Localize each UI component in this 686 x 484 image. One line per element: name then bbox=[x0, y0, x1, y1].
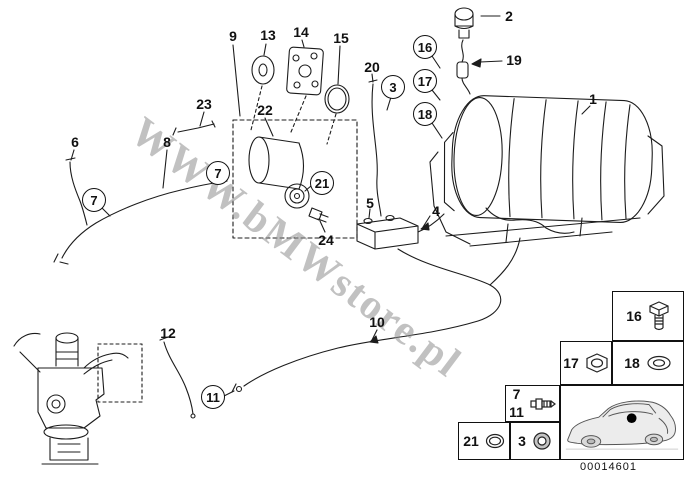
callout-17[interactable]: 17 bbox=[413, 69, 437, 93]
seal-icon bbox=[533, 432, 551, 450]
callout-13[interactable]: 13 bbox=[260, 27, 276, 43]
legend-label-3: 3 bbox=[518, 433, 526, 449]
callout-12[interactable]: 12 bbox=[160, 325, 176, 341]
legend-label-18: 18 bbox=[624, 355, 640, 371]
legend-label-16: 16 bbox=[626, 308, 642, 324]
callout-23[interactable]: 23 bbox=[196, 96, 212, 112]
legend-cell-7-11[interactable]: 7 11 bbox=[505, 385, 560, 422]
sensor-19-drawing bbox=[456, 39, 503, 95]
legend-label-17: 17 bbox=[563, 355, 579, 371]
callout-20[interactable]: 20 bbox=[364, 59, 380, 75]
callout-5[interactable]: 5 bbox=[366, 195, 374, 211]
legend-cell-18[interactable]: 18 bbox=[612, 341, 684, 385]
tube-10-drawing bbox=[231, 237, 521, 393]
callout-14[interactable]: 14 bbox=[293, 24, 309, 40]
doc-number: 00014601 bbox=[580, 461, 637, 473]
left-tubes-drawing bbox=[53, 149, 228, 265]
compressor-parts-drawing bbox=[172, 39, 358, 239]
pump-assembly-drawing bbox=[13, 332, 143, 465]
callout-10[interactable]: 10 bbox=[369, 314, 385, 330]
bolt-icon bbox=[649, 301, 669, 331]
callout-22[interactable]: 22 bbox=[257, 102, 273, 118]
nut-icon bbox=[586, 353, 608, 373]
callout-7[interactable]: 7 bbox=[82, 188, 106, 212]
callout-24[interactable]: 24 bbox=[318, 232, 334, 248]
tube-4-drawing bbox=[417, 213, 445, 233]
callout-1[interactable]: 1 bbox=[589, 91, 597, 107]
car-location-dot bbox=[626, 412, 637, 423]
callout-21[interactable]: 21 bbox=[310, 171, 334, 195]
legend-cell-17[interactable]: 17 bbox=[560, 341, 612, 385]
callout-4[interactable]: 4 bbox=[432, 203, 440, 219]
tube-12-drawing bbox=[159, 336, 235, 419]
legend-label-21: 21 bbox=[463, 433, 479, 449]
tire-valve-drawing bbox=[454, 7, 501, 39]
callout-2[interactable]: 2 bbox=[505, 8, 513, 24]
callout-16[interactable]: 16 bbox=[413, 35, 437, 59]
callout-1-leader bbox=[581, 105, 591, 115]
callout-6[interactable]: 6 bbox=[71, 134, 79, 150]
car-icon bbox=[565, 400, 679, 450]
air-tank-drawing bbox=[443, 95, 653, 224]
tank-mount-frame bbox=[429, 135, 665, 247]
oring-icon bbox=[485, 433, 504, 449]
callout-19[interactable]: 19 bbox=[506, 52, 522, 68]
valve-manifold-drawing bbox=[356, 208, 419, 250]
legend-label-7: 7 bbox=[512, 386, 521, 402]
callout-8[interactable]: 8 bbox=[163, 134, 171, 150]
fastener-leaders bbox=[431, 55, 443, 139]
legend-cell-21[interactable]: 21 bbox=[458, 422, 510, 460]
legend-cell-car[interactable] bbox=[560, 385, 684, 460]
legend-cell-16[interactable]: 16 bbox=[612, 291, 684, 341]
callout-9[interactable]: 9 bbox=[229, 28, 237, 44]
callout-3[interactable]: 3 bbox=[381, 75, 405, 99]
callout-15[interactable]: 15 bbox=[333, 30, 349, 46]
washer-icon bbox=[647, 355, 671, 371]
fitting-icon bbox=[530, 397, 556, 410]
tube-20-drawing bbox=[368, 73, 392, 217]
callout-7[interactable]: 7 bbox=[206, 161, 230, 185]
callout-18[interactable]: 18 bbox=[413, 102, 437, 126]
legend-label-11: 11 bbox=[509, 403, 524, 420]
callout-11[interactable]: 11 bbox=[201, 385, 225, 409]
legend-cell-3[interactable]: 3 bbox=[510, 422, 560, 460]
legend-labels-7-11: 7 11 bbox=[509, 386, 524, 421]
